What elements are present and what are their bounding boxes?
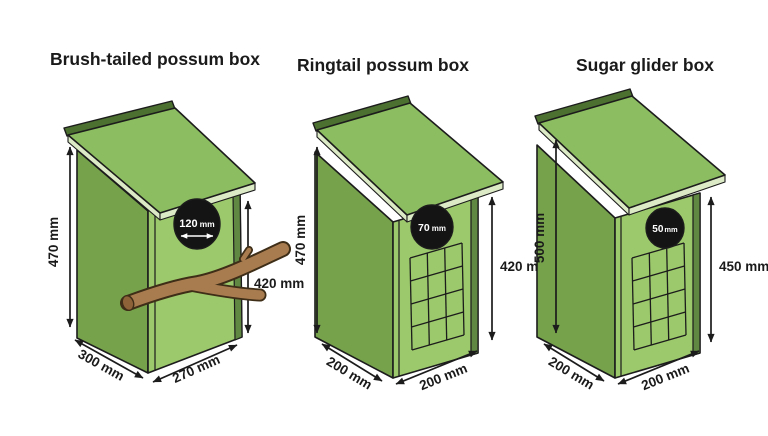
roof-top	[67, 107, 256, 214]
hole-diameter-label: 50mm	[652, 224, 678, 235]
branch-end-cap	[121, 294, 135, 312]
box-title-brushtail: Brush-tailed possum box	[49, 49, 261, 69]
base-depth-arrow	[321, 343, 383, 382]
roof-top	[316, 102, 504, 216]
sugarglider-box-illustration: 50mm 500 mm 450 mm 200 mm 200 mm	[532, 88, 768, 393]
base-width-arrow	[152, 344, 238, 383]
box-title-ringtail: Ringtail possum box	[296, 55, 470, 75]
box-title-sugarglider: Sugar glider box	[575, 55, 715, 75]
right-height-label: 450 mm	[719, 259, 768, 274]
climbing-grid	[631, 242, 687, 351]
base-depth-arrow	[74, 339, 144, 379]
left-height-label: 470 mm	[293, 215, 308, 265]
entrance-hole	[410, 204, 454, 250]
base-width-arrow	[617, 350, 700, 385]
left-height-label: 500 mm	[532, 213, 547, 263]
climbing-grid	[409, 242, 465, 351]
left-height-label: 470 mm	[46, 217, 61, 267]
base-depth-arrow	[543, 343, 605, 382]
right-height-label: 420 mm	[254, 276, 304, 291]
box-front-right-edge	[470, 196, 479, 356]
box-front-right-edge	[692, 192, 701, 356]
perch-branch	[120, 241, 291, 312]
roof-top	[538, 95, 726, 209]
base-width-arrow	[395, 350, 478, 385]
